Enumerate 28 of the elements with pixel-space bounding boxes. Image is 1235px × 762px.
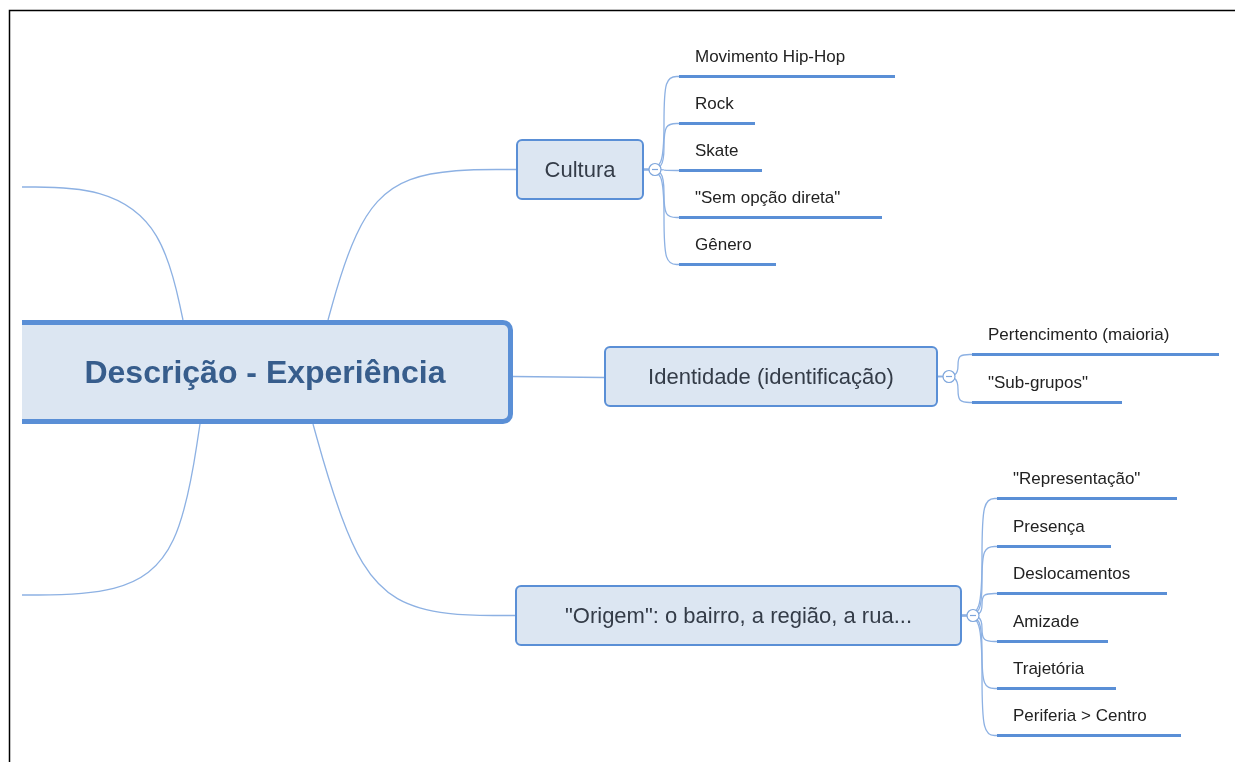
connector-line: [327, 168, 517, 321]
topic-box: [515, 585, 962, 646]
topic-text: Rock: [695, 94, 734, 114]
topic-text: Skate: [695, 141, 739, 161]
topic-text: "Sub-grupos": [988, 373, 1088, 393]
topic-text: Presença: [1013, 517, 1085, 537]
connector-line: [312, 423, 516, 617]
topic-text: "Sem opção direta": [695, 188, 841, 208]
topic-box: [516, 139, 644, 200]
connector-line: [21, 423, 201, 596]
topic-text: Cultura: [544, 156, 616, 183]
topic-text: Periferia > Centro: [1013, 706, 1147, 726]
connector-line: [643, 168, 680, 266]
topic-text: Trajetória: [1013, 659, 1085, 679]
topic-text: "Origem": o bairro, a região, a rua...: [565, 602, 912, 629]
connector-line: [21, 186, 184, 321]
connector-line: [961, 614, 998, 737]
topic-text: Movimento Hip-Hop: [695, 47, 846, 67]
topic-box: [604, 346, 938, 407]
topic-text: "Representação": [1013, 469, 1141, 489]
topic-text: Pertencimento (maioria): [988, 325, 1170, 345]
topic-text: Amizade: [1013, 612, 1080, 632]
topic-text: Deslocamentos: [1013, 564, 1131, 584]
connector-line: [512, 375, 605, 379]
topic-text: Gênero: [695, 235, 752, 255]
topic-text: Descrição - Experiência: [84, 353, 446, 391]
topic-text: Identidade (identificação): [648, 363, 894, 390]
central-topic-box: [22, 320, 513, 424]
